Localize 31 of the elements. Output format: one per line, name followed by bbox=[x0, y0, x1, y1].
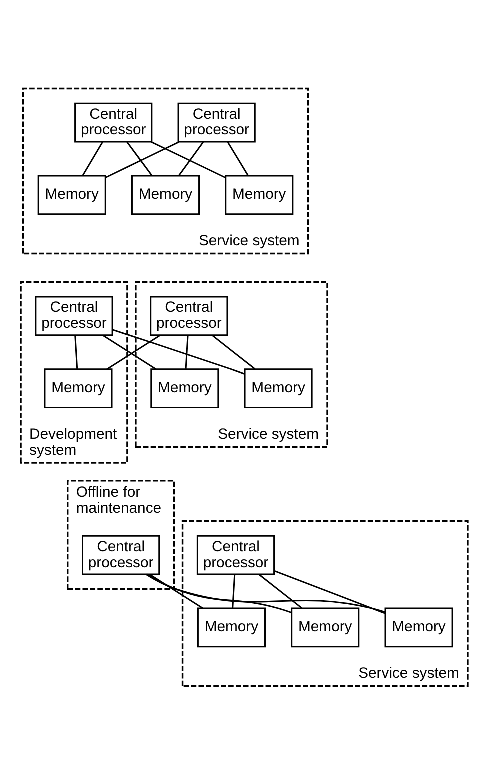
node-box: Central processor bbox=[35, 296, 114, 336]
connector bbox=[274, 570, 386, 614]
connector bbox=[112, 329, 246, 375]
node-box: Central processor bbox=[74, 102, 153, 143]
connector bbox=[178, 142, 204, 176]
node-box: Memory bbox=[384, 608, 454, 648]
node-box: Central processor bbox=[150, 296, 228, 336]
node-box: Central processor bbox=[196, 535, 276, 576]
connector bbox=[106, 142, 180, 178]
connector bbox=[212, 335, 256, 370]
connector bbox=[149, 574, 204, 610]
connector bbox=[232, 574, 236, 608]
connector bbox=[82, 142, 104, 176]
node-box: Memory bbox=[291, 608, 360, 648]
connector bbox=[126, 142, 153, 176]
connector bbox=[74, 336, 78, 369]
connector bbox=[259, 574, 303, 609]
connector bbox=[227, 142, 249, 176]
connector bbox=[146, 574, 292, 614]
node-box: Central processor bbox=[178, 102, 256, 143]
node-box: Memory bbox=[225, 175, 294, 216]
node-box: Memory bbox=[150, 368, 220, 408]
node-box: Memory bbox=[38, 175, 106, 216]
node-box: Memory bbox=[197, 608, 266, 648]
node-box: Memory bbox=[44, 368, 113, 408]
connector bbox=[146, 574, 386, 614]
node-box: Central processor bbox=[82, 535, 160, 576]
connector bbox=[185, 336, 189, 369]
node-box: Memory bbox=[131, 175, 200, 216]
node-box: Memory bbox=[244, 368, 313, 408]
connector bbox=[151, 141, 226, 179]
